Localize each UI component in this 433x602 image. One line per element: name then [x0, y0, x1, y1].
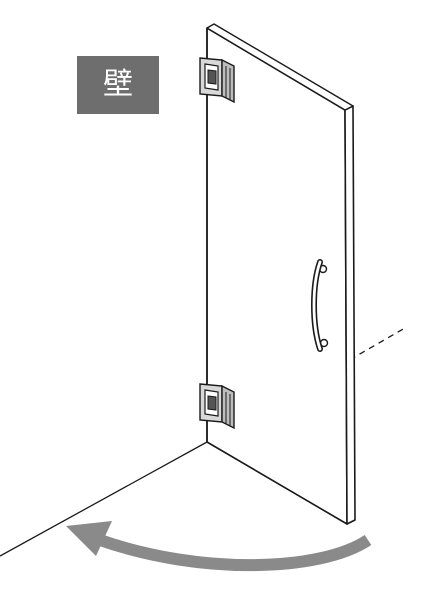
door-panel-edge [344, 105, 356, 525]
door-panel-front [206, 27, 348, 525]
door-handle-icon [311, 259, 329, 352]
door-panel-top-edge [206, 23, 354, 111]
swing-arrow-icon [66, 521, 372, 572]
hinge-icon [199, 383, 235, 430]
floor-line-left [0, 441, 208, 557]
wall-label-background [77, 56, 159, 114]
wall-label: 壁 [103, 67, 133, 102]
hinge-icon [199, 57, 235, 104]
